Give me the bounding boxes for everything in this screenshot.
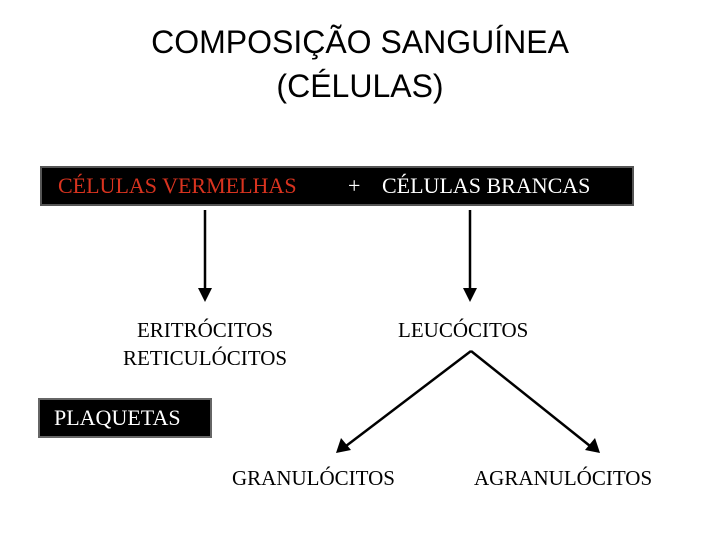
arrowhead-agranulocytes: [585, 438, 600, 453]
granulocytes-label: GRANULÓCITOS: [232, 466, 395, 490]
title-line-1: COMPOSIÇÃO SANGUÍNEA: [151, 24, 569, 60]
arrowhead-granulocytes: [336, 438, 351, 453]
leukocytes-label: LEUCÓCITOS: [398, 318, 529, 342]
arrow-agranulocytes: [470, 350, 591, 447]
white-cells-label: CÉLULAS BRANCAS: [382, 173, 591, 198]
red-cells-label: CÉLULAS VERMELHAS: [58, 173, 297, 198]
agranulocytes-label: AGRANULÓCITOS: [474, 466, 653, 490]
erythrocytes-label: ERITRÓCITOS: [136, 318, 274, 342]
arrowhead-red-cells: [198, 288, 212, 302]
plus-sign: +: [348, 173, 361, 198]
red-cells-types: ERITRÓCITOS RETICULÓCITOS: [110, 316, 300, 372]
arrowhead-white-cells: [463, 288, 477, 302]
page-title: COMPOSIÇÃO SANGUÍNEA (CÉLULAS): [0, 20, 720, 108]
platelets-box: PLAQUETAS: [38, 398, 212, 438]
blood-cells-header-bar: CÉLULAS VERMELHAS + CÉLULAS BRANCAS: [40, 166, 634, 206]
title-line-2: (CÉLULAS): [276, 68, 444, 104]
reticulocytes-label: RETICULÓCITOS: [122, 346, 288, 370]
arrow-granulocytes: [345, 350, 472, 447]
